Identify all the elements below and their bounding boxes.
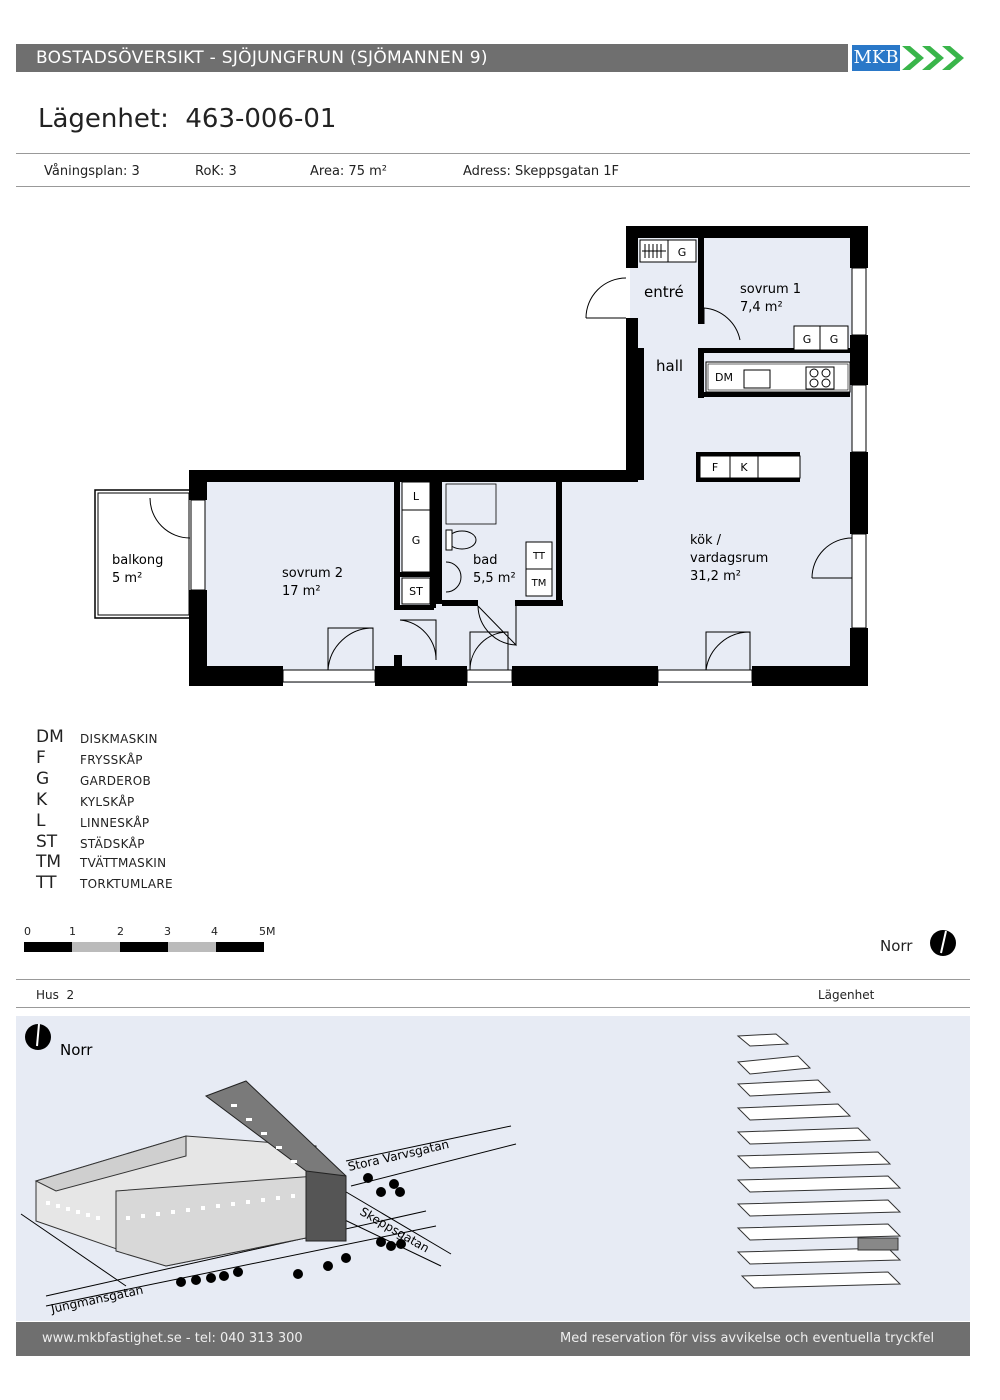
apartment-number: 463-006-01 [185, 104, 337, 134]
room-sovrum1-name: sovrum 1 [740, 282, 801, 297]
shower-icon [445, 483, 497, 525]
highlighted-apartment [857, 1237, 899, 1251]
wardrobe-bed1-b [819, 325, 849, 351]
scale-tick: 2 [117, 925, 124, 938]
room-balkong-area: 5 m² [112, 571, 142, 586]
divider [16, 153, 970, 154]
fixture-tt: TT [532, 551, 546, 562]
wardrobe-entry [667, 239, 697, 263]
address-info: Adress: Skeppsgatan 1F [463, 164, 620, 179]
floor-info: Våningsplan: 3 [44, 164, 140, 179]
page-title: BOSTADSÖVERSIKT - SJÖJUNGFRUN (SJÖMANNEN… [36, 48, 488, 68]
door-swings [149, 277, 853, 671]
legend-name: TVÄTTMASKIN [80, 856, 167, 870]
fixture-g-3: G [830, 333, 839, 346]
scale-tick: 0 [24, 925, 31, 938]
toilet-icon [445, 529, 477, 551]
apartment-label: Lägenhet: [38, 104, 169, 134]
fixture-g-4: G [412, 534, 421, 547]
hus-label-text: Hus [36, 988, 59, 1002]
scale-bar [24, 942, 264, 952]
walls [189, 226, 868, 686]
room-bad-area: 5,5 m² [473, 571, 516, 586]
footer-bar: www.mkbfastighet.se - tel: 040 313 300 M… [16, 1322, 970, 1356]
lagenhet-label: Lägenhet [818, 988, 875, 1002]
legend-abbr: TT [36, 873, 57, 893]
washbasin-icon [445, 561, 462, 593]
building-illustration: Norr Stora Varvsgatan Skeppsgatan Jungma… [20, 1023, 902, 1316]
building-windows [46, 1104, 297, 1220]
legend-name: TORKTUMLARE [80, 877, 173, 891]
room-sovrum1-area: 7,4 m² [740, 300, 783, 315]
rok-info: RoK: 3 [195, 164, 237, 179]
wardrobe-bed1-a [793, 325, 821, 351]
room-hall: hall [656, 357, 683, 375]
windows [190, 267, 867, 683]
sink-icon [743, 369, 771, 389]
scale-tick: 4 [211, 925, 218, 938]
radiator-icon [639, 239, 669, 263]
room-bad-name: bad [473, 553, 497, 568]
legend-name: KYLSKÅP [80, 795, 135, 809]
legend-abbr: K [36, 790, 48, 810]
legend-name: GARDEROB [80, 774, 152, 788]
street-jungmansgatan: Jungmansgatan [49, 1283, 145, 1316]
legend-abbr: ST [36, 832, 58, 852]
stove-icon [805, 366, 835, 390]
mkb-logo: MKB [848, 42, 972, 74]
legend-name: LINNESKÅP [80, 816, 150, 830]
legend-abbr: DM [36, 727, 64, 747]
logo-arrows-icon [902, 46, 964, 70]
area-info: Area: 75 m² [310, 164, 387, 179]
street-stora-varvsgatan: Stora Varvsgatan [347, 1137, 451, 1174]
room-sovrum2-area: 17 m² [282, 584, 321, 599]
legend-abbr: L [36, 811, 46, 831]
legend-abbr: G [36, 769, 50, 789]
scale-tick: 1 [69, 925, 76, 938]
fixture-dm: DM [715, 371, 733, 384]
scale-tick: 5M [259, 925, 276, 938]
building-blocks [34, 1080, 347, 1267]
legend-name: STÄDSKÅP [80, 837, 145, 851]
apartment-heading: Lägenhet: 463-006-01 [38, 104, 336, 134]
divider [16, 979, 970, 980]
floor-area [192, 230, 865, 683]
legend-abbr: F [36, 748, 46, 768]
fixture-g-2: G [803, 333, 812, 346]
legend-name: DISKMASKIN [80, 732, 158, 746]
scale-tick: 3 [164, 925, 171, 938]
fixture-tm: TM [531, 578, 547, 589]
north-label: Norr [880, 937, 913, 955]
room-balkong-name: balkong [112, 553, 163, 568]
fixture-l: L [413, 490, 420, 503]
logo-text: MKB [852, 45, 900, 71]
fixture-k: K [740, 461, 748, 474]
floor-stack [736, 1033, 902, 1289]
fixture-f: F [712, 461, 718, 474]
fixture-g-1: G [678, 246, 687, 259]
trees-icon [176, 1173, 406, 1287]
divider [16, 186, 970, 187]
footer-contact: www.mkbfastighet.se - tel: 040 313 300 [42, 1331, 303, 1346]
legend-abbr: TM [36, 852, 62, 872]
lower-north-label: Norr [60, 1041, 93, 1059]
hus-number: 2 [66, 988, 75, 1002]
footer-disclaimer: Med reservation för viss avvikelse och e… [560, 1331, 935, 1346]
header-bar: BOSTADSÖVERSIKT - SJÖJUNGFRUN (SJÖMANNEN… [16, 44, 970, 72]
room-entre: entré [644, 283, 684, 301]
north-compass-icon [930, 930, 956, 956]
room-kok-area: 31,2 m² [690, 569, 741, 584]
room-sovrum2-name: sovrum 2 [282, 566, 343, 581]
floor-plan: G G G DM F K L G ST TT TM entré sovrum 1… [94, 226, 868, 686]
room-kok-name2: vardagsrum [690, 551, 768, 566]
room-kok-name: kök / [690, 533, 722, 548]
hus-label: Hus 2 [36, 988, 74, 1002]
divider [16, 1007, 970, 1008]
fixture-st: ST [409, 585, 423, 598]
legend-name: FRYSSKÅP [80, 753, 143, 767]
